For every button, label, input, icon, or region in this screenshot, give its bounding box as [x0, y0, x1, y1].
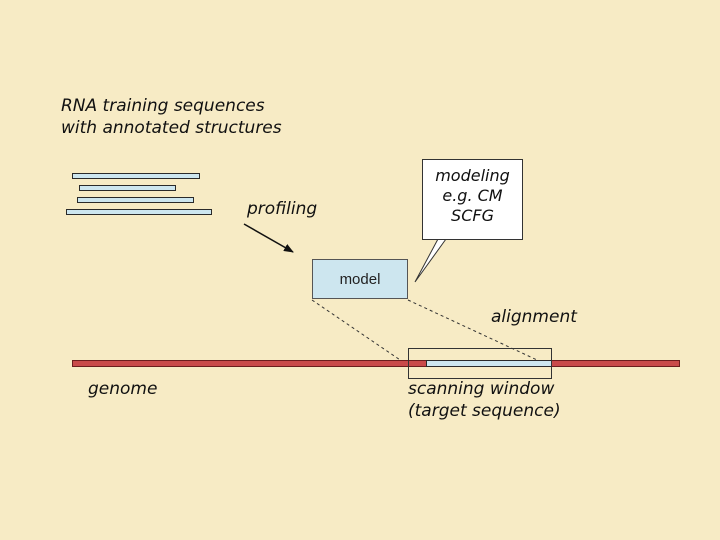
genome-bar [72, 360, 680, 367]
profiling-label: profiling [247, 199, 318, 219]
model-box: model [312, 259, 408, 299]
genome-label: genome [88, 379, 158, 399]
alignment-line-right [407, 299, 551, 367]
modeling-line3: SCFG [451, 206, 494, 225]
modeling-line1: modeling [435, 166, 510, 185]
training-title-line1: RNA training sequences [61, 96, 265, 116]
window-label-line1: scanning window [408, 379, 555, 399]
alignment-line-left [311, 299, 410, 367]
modeling-callout: modeling e.g. CM SCFG [422, 159, 523, 240]
training-sequence [66, 209, 212, 215]
scanning-window-box [408, 348, 552, 379]
model-label: model [339, 270, 381, 288]
training-sequence [77, 197, 194, 203]
training-sequence [79, 185, 176, 191]
training-sequence [72, 173, 200, 179]
callout-pointer [414, 238, 447, 283]
profiling-arrow [243, 223, 294, 253]
alignment-label: alignment [491, 307, 577, 327]
window-label-line2: (target sequence) [408, 401, 561, 421]
modeling-line2: e.g. CM [442, 186, 503, 205]
training-title-line2: with annotated structures [61, 118, 282, 138]
